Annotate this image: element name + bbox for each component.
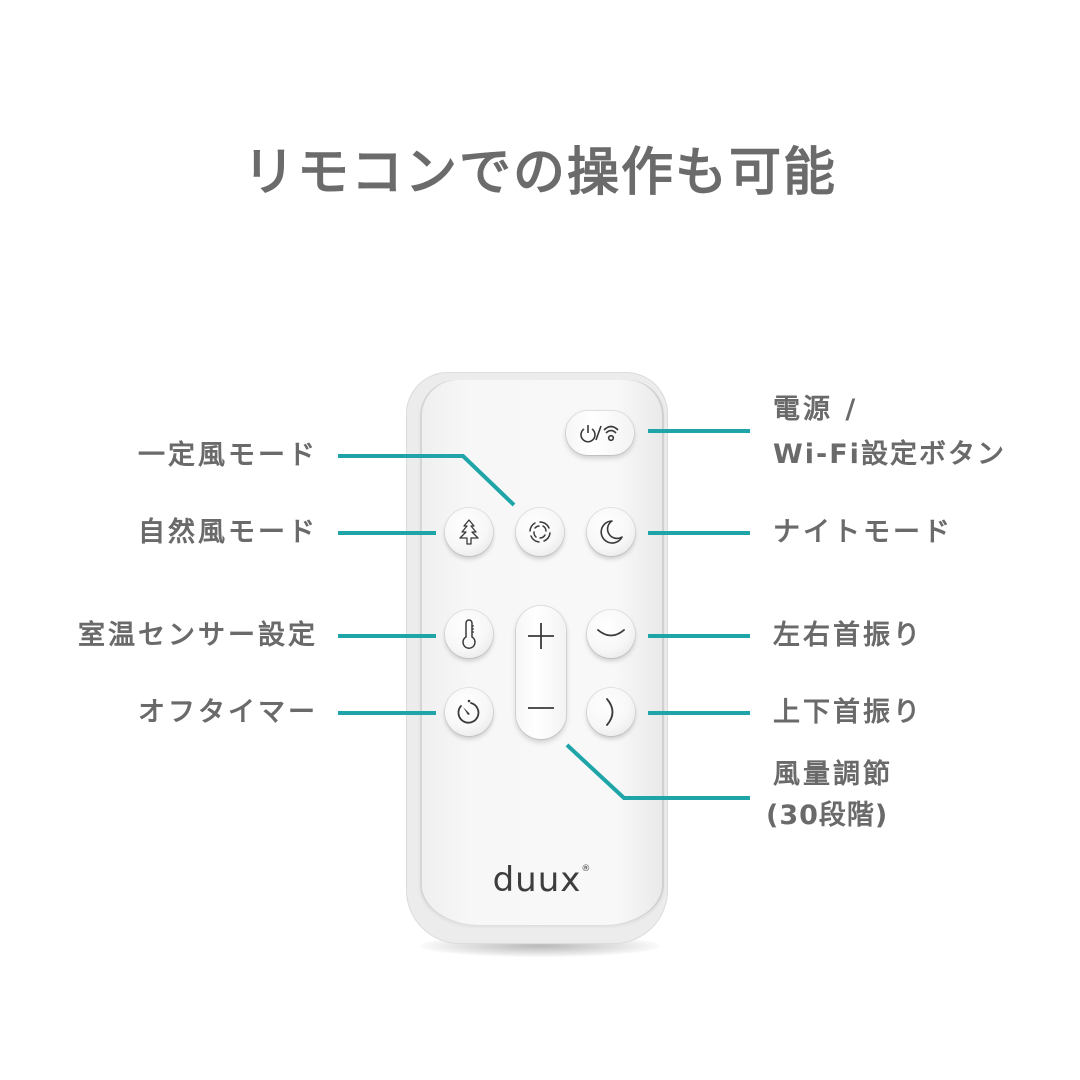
swirl-icon (529, 521, 551, 543)
label-horizontal-swing: 左右首振り (773, 620, 923, 651)
label-fan-speed-1: 風量調節 (773, 759, 893, 790)
night-mode-button[interactable] (587, 508, 635, 556)
tree-icon (459, 519, 479, 545)
temp-sensor-button[interactable] (445, 610, 493, 658)
off-timer-button[interactable] (445, 688, 493, 736)
horizontal-arc-icon (597, 629, 625, 637)
fan-speed-down-button[interactable] (516, 680, 566, 735)
power-wifi-button[interactable] (566, 411, 634, 455)
label-natural-wind: 自然風モード (138, 517, 318, 548)
fan-speed-up-button[interactable] (516, 606, 566, 666)
label-night-mode: ナイトモード (773, 517, 953, 548)
brand-logo: duux® (492, 860, 592, 900)
label-fan-speed-2: (30段階) (766, 800, 889, 831)
power-wifi-icon (580, 425, 619, 443)
label-vertical-swing: 上下首振り (773, 697, 923, 728)
thermometer-icon (462, 619, 476, 649)
natural-wind-button[interactable] (445, 508, 493, 556)
vertical-arc-icon (606, 698, 614, 726)
label-power-wifi-1: 電源 / (773, 394, 859, 425)
label-power-wifi-2: Wi-Fi設定ボタン (773, 439, 1006, 470)
horizontal-swing-button[interactable] (587, 610, 635, 658)
moon-icon (600, 520, 623, 544)
label-temp-sensor: 室温センサー設定 (78, 620, 318, 651)
timer-icon (457, 699, 480, 724)
label-constant-wind: 一定風モード (138, 440, 318, 471)
label-off-timer: オフタイマー (138, 697, 318, 728)
constant-wind-button[interactable] (516, 508, 564, 556)
plus-icon (528, 623, 554, 649)
minus-icon (528, 706, 554, 709)
page-title: リモコンでの操作も可能 (242, 143, 837, 203)
vertical-swing-button[interactable] (587, 688, 635, 736)
